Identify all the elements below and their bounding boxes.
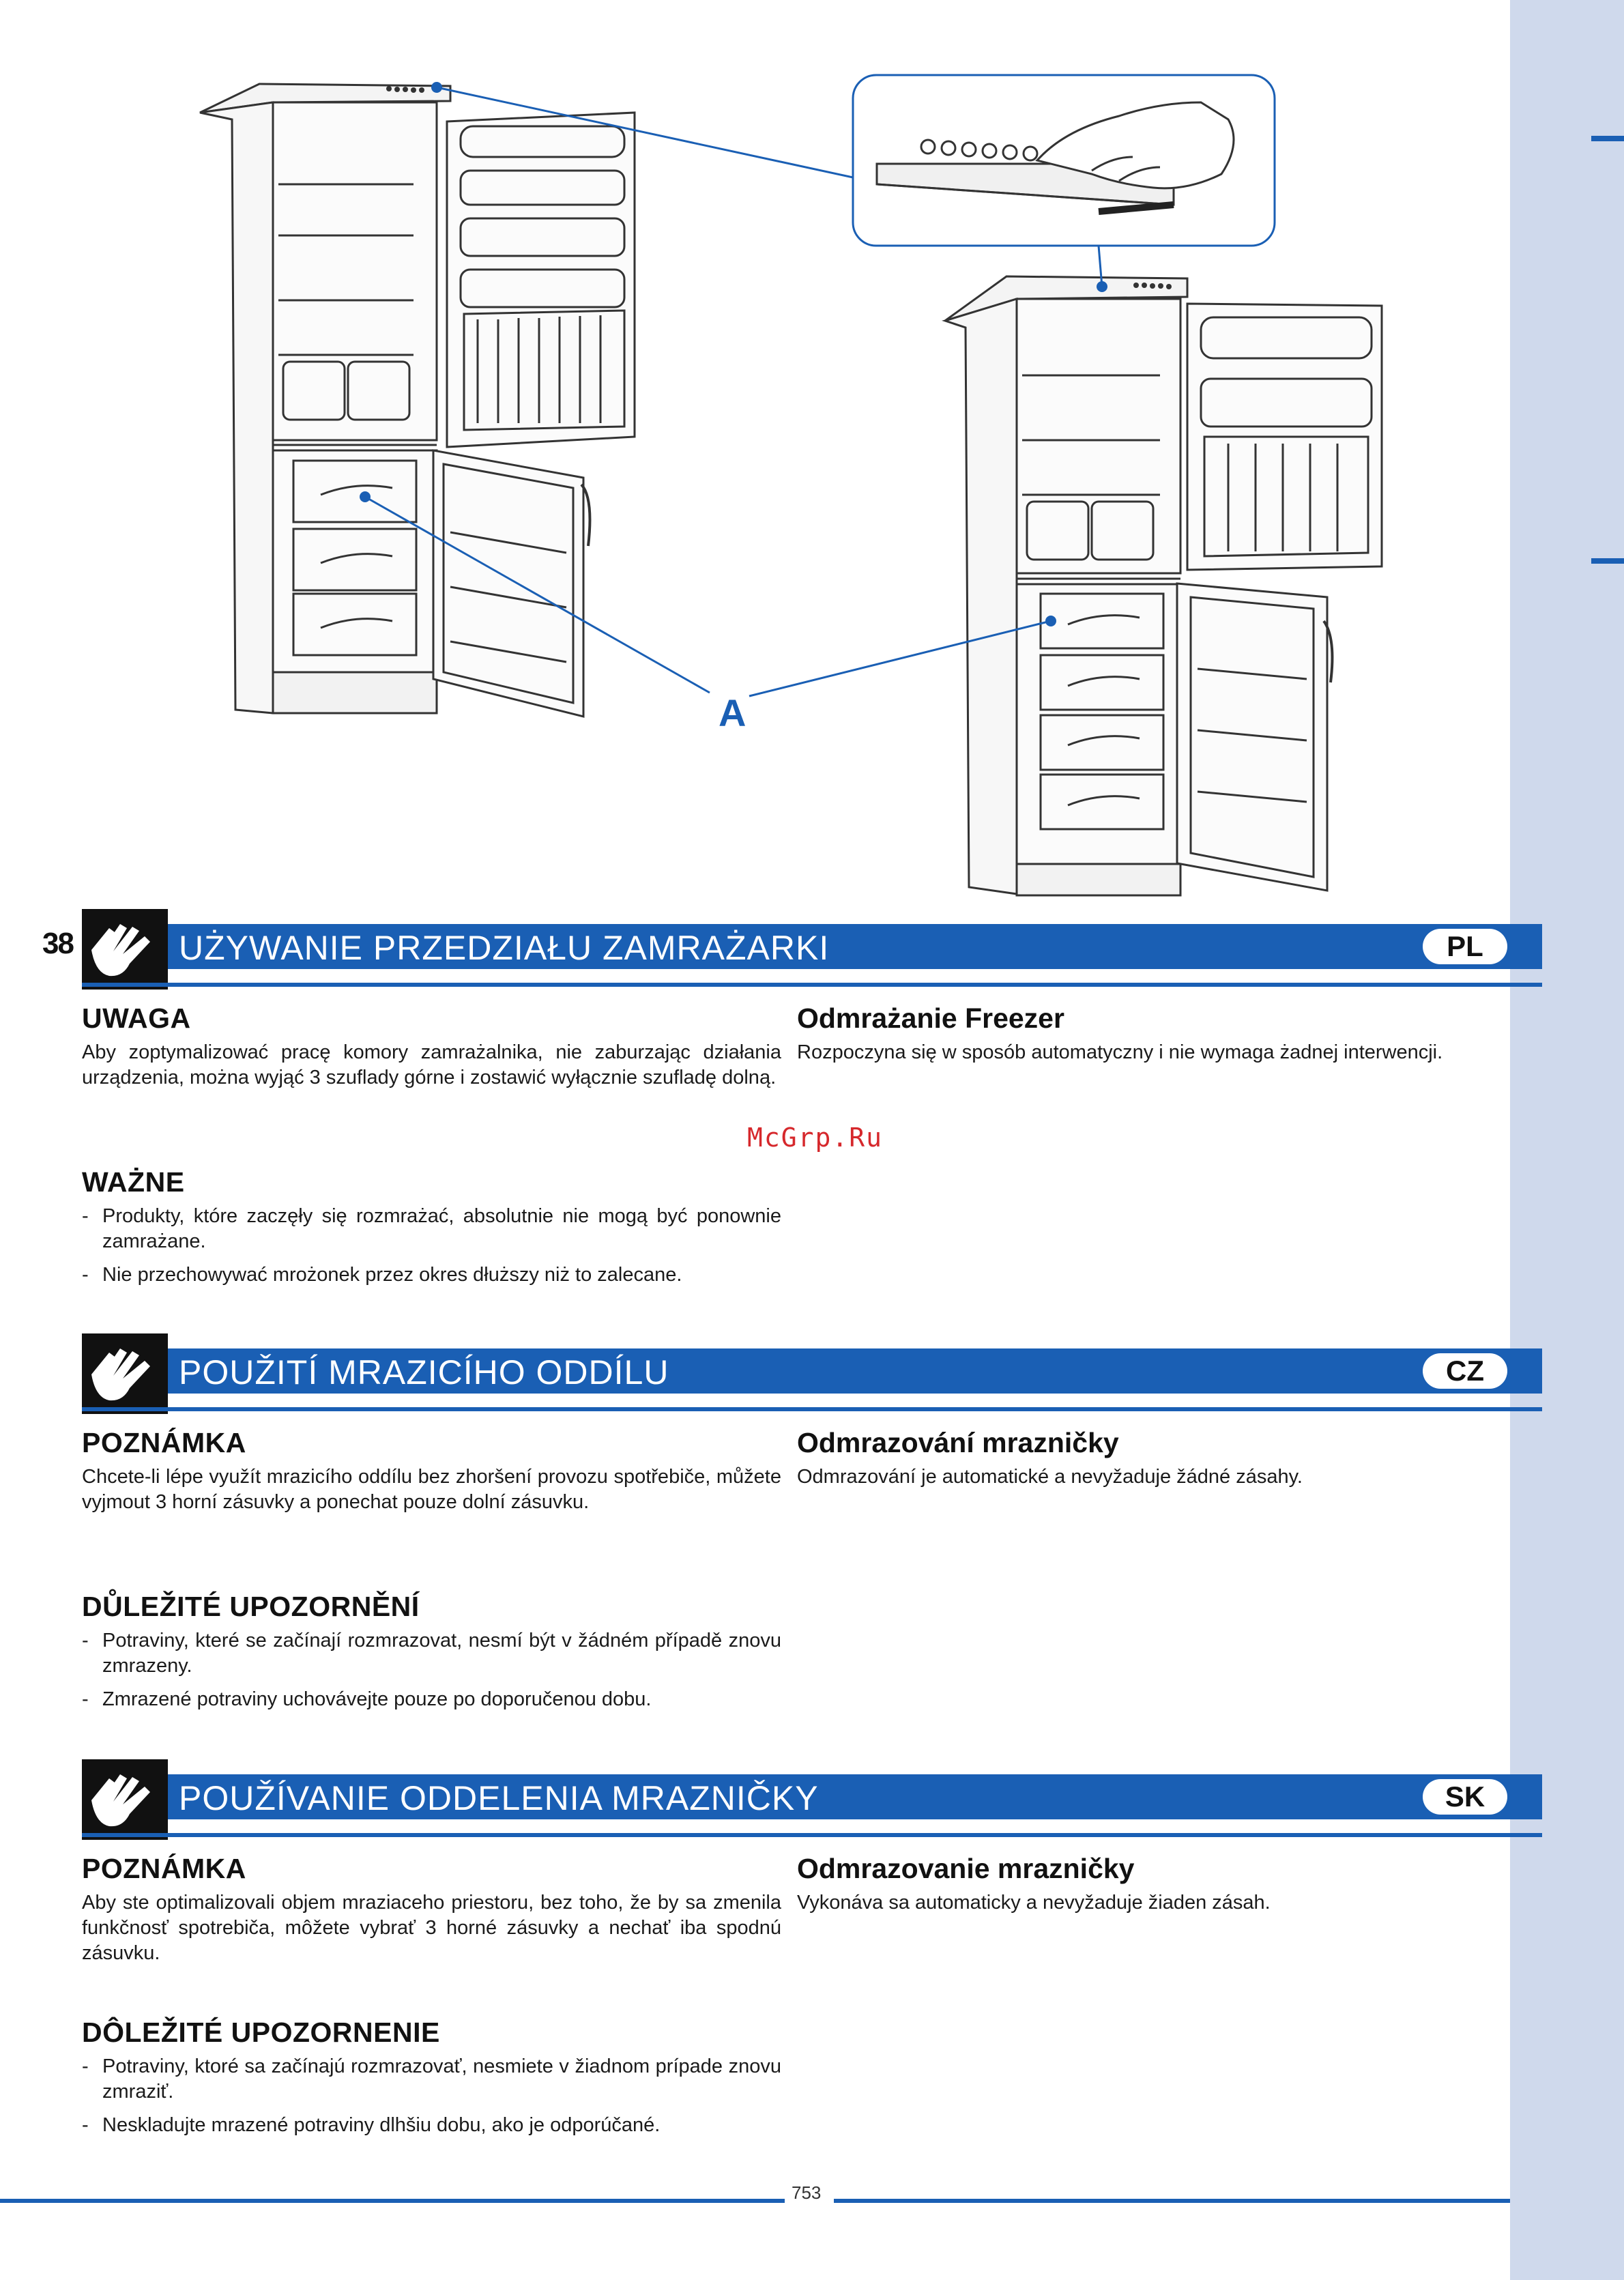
defrost-text: Odmrazování je automatické a nevyžaduje …: [797, 1466, 1303, 1488]
defrost-block: Odmrazovanie mrazničky Vykonáva sa autom…: [797, 1853, 1507, 1916]
right-sidebar: [1510, 0, 1624, 2280]
section-band: [82, 924, 1542, 969]
hand-icon: [82, 1759, 168, 1840]
section-title: UŻYWANIE PRZEDZIAŁU ZAMRAŻARKI: [179, 929, 830, 967]
note-title: POZNÁMKA: [82, 1853, 246, 1884]
list-item: Potraviny, které se začínají rozmrazovat…: [82, 1628, 781, 1679]
language-badge: SK: [1423, 1779, 1507, 1815]
note-title: UWAGA: [82, 1002, 191, 1034]
important-title: WAŻNE: [82, 1166, 185, 1198]
hand-icon: [82, 909, 168, 990]
refrigerator-illustration: [199, 74, 1383, 897]
list-item: Nie przechowywać mrożonek przez okres dł…: [82, 1262, 781, 1288]
note-title: POZNÁMKA: [82, 1427, 246, 1458]
important-list: Produkty, które zaczęły się rozmrażać, a…: [82, 1204, 781, 1288]
footer-line-left: [0, 2199, 785, 2203]
hand-icon: [82, 1333, 168, 1414]
section-title: POUŽÍVANIE ODDELENIA MRAZNIČKY: [179, 1779, 819, 1817]
section-underline: [82, 1407, 1542, 1411]
section-band: [82, 1348, 1542, 1394]
language-badge: PL: [1423, 929, 1507, 964]
section-band: [82, 1774, 1542, 1819]
important-block: DÔLEŽITÉ UPOZORNENIE Potraviny, ktoré sa…: [82, 2017, 781, 2146]
sidebar-tab-mark: [1591, 558, 1624, 564]
defrost-title: Odmrażanie Freezer: [797, 1002, 1064, 1034]
defrost-block: Odmrazování mrazničky Odmrazování je aut…: [797, 1427, 1507, 1490]
defrost-title: Odmrazování mrazničky: [797, 1427, 1119, 1458]
defrost-text: Rozpoczyna się w sposób automatyczny i n…: [797, 1041, 1443, 1063]
defrost-text: Vykonáva sa automaticky a nevyžaduje žia…: [797, 1892, 1271, 1914]
footer-page-number: 753: [792, 2182, 822, 2203]
note-text: Aby zoptymalizować pracę komory zamrażal…: [82, 1041, 781, 1088]
defrost-block: Odmrażanie Freezer Rozpoczyna się w spos…: [797, 1002, 1507, 1065]
important-list: Potraviny, které se začínají rozmrazovat…: [82, 1628, 781, 1712]
note-block: UWAGA Aby zoptymalizować pracę komory za…: [82, 1002, 781, 1091]
page-number: 38: [42, 927, 74, 960]
important-title: DŮLEŽITÉ UPOZORNĚNÍ: [82, 1591, 420, 1622]
note-block: POZNÁMKA Aby ste optimalizovali objem mr…: [82, 1853, 781, 1966]
note-block: POZNÁMKA Chcete-li lépe využít mrazicího…: [82, 1427, 781, 1515]
note-text: Chcete-li lépe využít mrazicího oddílu b…: [82, 1466, 781, 1513]
defrost-title: Odmrazovanie mrazničky: [797, 1853, 1135, 1884]
list-item: Neskladujte mrazené potraviny dlhšiu dob…: [82, 2113, 781, 2138]
watermark: McGrp.Ru: [747, 1123, 884, 1153]
section-underline: [82, 983, 1542, 987]
note-text: Aby ste optimalizovali objem mraziaceho …: [82, 1892, 781, 1964]
figure-label-a: A: [719, 691, 746, 734]
footer-line-right: [834, 2199, 1510, 2203]
section-underline: [82, 1833, 1542, 1837]
important-title: DÔLEŽITÉ UPOZORNENIE: [82, 2017, 440, 2048]
important-block: DŮLEŽITÉ UPOZORNĚNÍ Potraviny, které se …: [82, 1591, 781, 1720]
language-badge: CZ: [1423, 1353, 1507, 1389]
important-block: WAŻNE Produkty, które zaczęły się rozmra…: [82, 1166, 781, 1296]
list-item: Potraviny, ktoré sa začínajú rozmrazovať…: [82, 2054, 781, 2105]
list-item: Produkty, które zaczęły się rozmrażać, a…: [82, 1204, 781, 1254]
important-list: Potraviny, ktoré sa začínajú rozmrazovať…: [82, 2054, 781, 2138]
list-item: Zmrazené potraviny uchovávejte pouze po …: [82, 1687, 781, 1712]
sidebar-tab-mark: [1591, 136, 1624, 141]
section-title: POUŽITÍ MRAZICÍHO ODDÍLU: [179, 1353, 669, 1391]
